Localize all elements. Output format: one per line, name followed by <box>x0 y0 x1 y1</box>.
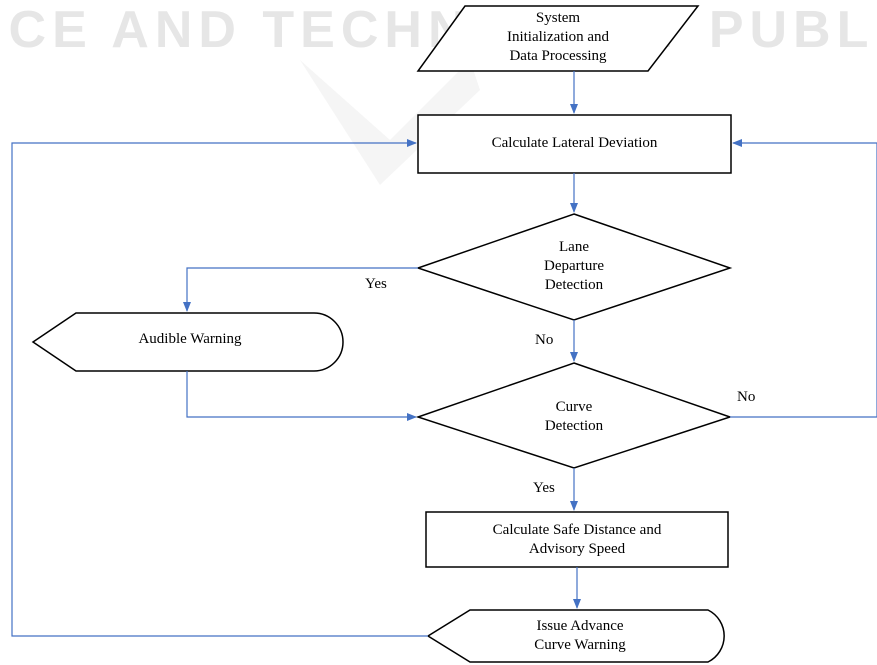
edge-label-curve-yes: Yes <box>533 480 555 496</box>
lane-label: Lane Departure Detection <box>474 238 674 295</box>
lateral-label: Calculate Lateral Deviation <box>418 134 731 153</box>
edge-curve-no <box>730 139 877 418</box>
safe-label: Calculate Safe Distance and Advisory Spe… <box>426 521 728 559</box>
init-label-line1: System <box>535 10 581 26</box>
audible-node <box>31 312 344 372</box>
lane-label-line1: Lane <box>559 239 589 255</box>
init-label: System Initialization and Data Processin… <box>458 9 658 66</box>
lane-label-line2: Departure <box>544 258 604 274</box>
curve-label-line1: Curve <box>555 399 593 415</box>
safe-label-line1: Calculate Safe Distance and <box>492 522 662 538</box>
audible-label: Audible Warning <box>90 330 290 349</box>
init-label-line2: Initialization and <box>506 29 610 45</box>
edge-label-lane-no: No <box>535 332 554 348</box>
init-node <box>416 5 700 72</box>
edge-audible-to-curve <box>186 371 417 421</box>
edge-issue-loop <box>11 139 428 637</box>
issue-label-line2: Curve Warning <box>534 637 626 653</box>
issue-label-line1: Issue Advance <box>536 618 624 634</box>
safe-label-line2: Advisory Speed <box>528 541 626 557</box>
lane-label-line3: Detection <box>544 277 604 293</box>
issue-node <box>426 609 725 663</box>
edge-lane-yes <box>183 267 418 312</box>
edge-label-curve-no: No <box>737 389 756 405</box>
edge-label-lane-yes: Yes <box>365 276 387 292</box>
curve-label: Curve Detection <box>474 398 674 436</box>
init-label-line3: Data Processing <box>509 48 607 64</box>
curve-label-line2: Detection <box>544 418 604 434</box>
issue-label: Issue Advance Curve Warning <box>480 617 680 655</box>
lateral-label-text: Calculate Lateral Deviation <box>491 135 658 151</box>
lateral-node <box>417 114 732 174</box>
audible-label-text: Audible Warning <box>138 331 242 347</box>
